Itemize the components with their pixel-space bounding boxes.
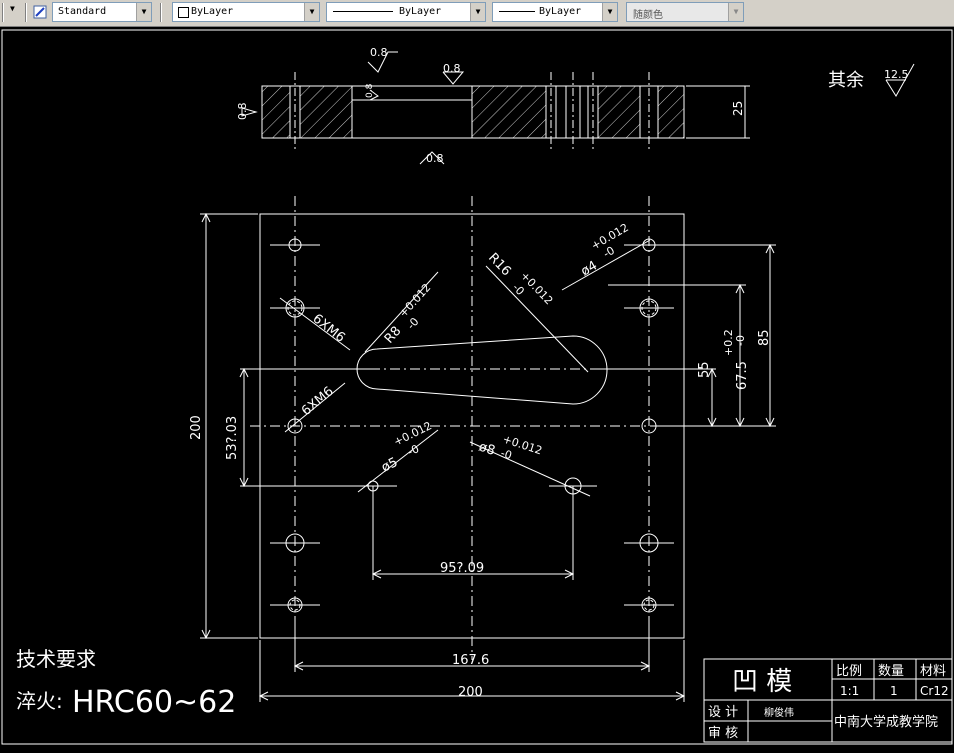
- color-select[interactable]: ByLayer ▼: [172, 2, 320, 22]
- title-block-text: 凹 模 比例 数量 材料 1:1 1 Cr12 设 计 柳俊伟 审 核 中南大学…: [708, 664, 949, 741]
- dim-67-5: 67.5: [735, 361, 750, 390]
- title-block: [703, 658, 953, 743]
- section-view: [241, 51, 750, 165]
- dim-67-5-tol2: -0: [734, 335, 747, 346]
- scale-label: 比例: [836, 664, 862, 679]
- part-name: 凹 模: [732, 667, 792, 697]
- tech-item-value: HRC60~62: [72, 685, 236, 720]
- roughness-slot-label: 0.8: [365, 83, 375, 98]
- plan-dimension-labels: 200 53?.03 55 67.5 +0.2 -0 85 95?.09 167…: [189, 221, 772, 700]
- dim-167-6: 167.6: [452, 653, 489, 668]
- qty-label: 数量: [878, 664, 904, 679]
- dim-67-5-tol: +0.2: [722, 329, 735, 356]
- tech-item-label: 淬火:: [16, 689, 63, 713]
- toolbar-separator: [160, 3, 162, 22]
- viewport-border: [1, 29, 953, 745]
- drawing-canvas[interactable]: 0.8 0.8 0.8 0.8 0.8 25 其余 12.5: [0, 27, 954, 753]
- other-roughness-value: 12.5: [884, 68, 909, 81]
- scale-value: 1:1: [840, 684, 859, 698]
- chevron-down-icon: ▼: [136, 3, 151, 21]
- text-style-select[interactable]: Standard ▼: [52, 2, 152, 22]
- chevron-down-icon: ▼: [602, 3, 617, 21]
- dim-thickness: 25: [731, 101, 745, 116]
- other-surfaces-label: 其余: [828, 70, 864, 91]
- properties-toolbar: ▼ Standard ▼ ByLayer ▼ ByLayer ▼ ByLayer…: [0, 0, 954, 27]
- toolbar-separator: [2, 3, 4, 22]
- d8-tol2: -0: [499, 446, 513, 462]
- material-label: 材料: [920, 664, 946, 679]
- plot-style-value: 随颜色: [633, 10, 663, 21]
- linetype-select[interactable]: ByLayer ▼: [326, 2, 486, 22]
- d5-tol2: -0: [406, 442, 422, 458]
- roughness-bottom-label: 0.8: [426, 152, 444, 165]
- text-style-icon[interactable]: [32, 4, 48, 20]
- d4-label: ø4: [579, 258, 601, 279]
- plan-view: [200, 196, 776, 702]
- dim-width-left: 200: [189, 415, 204, 440]
- tech-requirements-title: 技术要求: [16, 647, 96, 671]
- toolbar-separator: [25, 3, 27, 22]
- r8-tol: +0.012: [397, 281, 434, 320]
- line-sample-icon: [333, 11, 393, 12]
- cad-drawing: 0.8 0.8 0.8 0.8 0.8 25 其余 12.5: [1, 29, 953, 745]
- dim-85: 85: [757, 329, 772, 346]
- color-swatch-icon: [178, 7, 189, 18]
- school-name: 中南大学成教学院: [834, 714, 938, 730]
- dim-55: 55: [697, 361, 712, 378]
- dim-95: 95?.09: [440, 561, 484, 576]
- dim-200-bottom: 200: [458, 685, 483, 700]
- roughness-top-left-label: 0.8: [370, 46, 388, 59]
- lineweight-value: ByLayer: [539, 6, 582, 17]
- roughness-side-label: 0.8: [236, 103, 249, 121]
- r16-label: R16: [485, 250, 514, 279]
- thread-label-a: 6XM6: [310, 311, 348, 345]
- line-sample-icon: [499, 11, 535, 12]
- roughness-symbol-icon: [885, 63, 915, 97]
- d8-label: ø8: [477, 440, 497, 459]
- dropdown-arrow-icon[interactable]: ▼: [10, 4, 15, 13]
- plot-style-select[interactable]: 随颜色 ▼: [626, 2, 744, 22]
- thread-label-b: 6XM6: [299, 384, 337, 419]
- linetype-value: ByLayer: [399, 6, 442, 17]
- chevron-down-icon: ▼: [304, 3, 319, 21]
- roughness-top-mid-label: 0.8: [443, 62, 461, 75]
- material-value: Cr12: [920, 684, 949, 698]
- designer-name: 柳俊伟: [764, 706, 794, 719]
- review-label: 审 核: [708, 726, 738, 741]
- dim-slot-y: 53?.03: [225, 416, 240, 460]
- r8-label: R8: [382, 324, 405, 347]
- lineweight-select[interactable]: ByLayer ▼: [492, 2, 618, 22]
- chevron-down-icon: ▼: [470, 3, 485, 21]
- text-style-value: Standard: [58, 6, 107, 17]
- chevron-down-icon: ▼: [728, 3, 743, 21]
- color-value: ByLayer: [191, 6, 234, 17]
- d5-label: ø5: [379, 455, 400, 476]
- design-label: 设 计: [708, 705, 738, 720]
- qty-value: 1: [890, 684, 898, 698]
